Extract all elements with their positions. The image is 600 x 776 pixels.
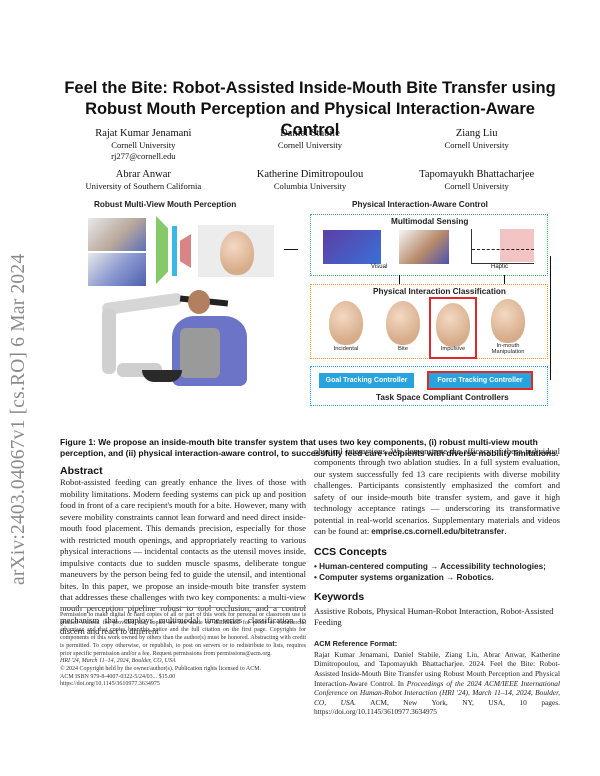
acm-ref-proceedings: Proceedings of the 2024 ACM/IEEE Interna… — [314, 678, 560, 707]
classification-title: Physical Interaction Classification — [373, 287, 506, 296]
threshold-line — [472, 249, 534, 250]
author-name: Abrar Anwar — [115, 169, 171, 180]
arrow-right-icon — [284, 249, 298, 250]
ccs-item: • Human-centered computing → Accessibili… — [314, 562, 546, 572]
multimodal-sensing-box: Multimodal Sensing Visual Haptic — [310, 214, 548, 276]
period: . — [504, 526, 507, 537]
latent-bar — [172, 226, 177, 276]
author-affiliation: Cornell University — [444, 181, 509, 191]
abstract-left: Abstract Robot-assisted feeding can grea… — [60, 465, 306, 638]
abstract-text-right: physical interactions. We demonstrate th… — [314, 446, 560, 538]
controllers-title: Task Space Compliant Controllers — [376, 393, 509, 402]
permission-text: Permission to make digital or hard copie… — [60, 612, 306, 657]
author: Daniel Stabile Cornell University — [227, 127, 394, 162]
camera-view-1 — [88, 218, 146, 251]
acm-ref-text: Rajat Kumar Jenamani, Daniel Stabile, Zi… — [314, 650, 560, 717]
class-label: In-mouth Manipulation — [491, 343, 525, 355]
acm-ref-plain: Rajat Kumar Jenamani, Daniel Stabile, Zi… — [314, 649, 560, 688]
supplementary-link[interactable]: emprise.cs.cornell.edu/bitetransfer — [371, 527, 505, 537]
author-affiliation: University of Southern California — [85, 181, 202, 191]
keywords-text: Assistive Robots, Physical Human-Robot I… — [314, 605, 554, 627]
doi-link[interactable]: https://doi.org/10.1145/3610977.3634975 — [60, 681, 160, 688]
author: Rajat Kumar Jenamani Cornell University … — [60, 127, 227, 162]
permission-block: Permission to make digital or hard copie… — [60, 607, 306, 689]
plate — [142, 370, 182, 382]
author: Katherine Dimitropoulou Columbia Univers… — [227, 168, 394, 192]
arrow-down-icon — [399, 275, 400, 284]
abstract-text-cont: physical interactions. We demonstrate th… — [314, 446, 560, 537]
venue: HRI '24, March 11–14, 2024, Boulder, CO,… — [60, 658, 176, 665]
author-affiliation: Columbia University — [273, 181, 347, 191]
figure-caption: Figure 1: We propose an inside-mouth bit… — [60, 437, 559, 458]
arxiv-stamp: arXiv:2403.04067v1 [cs.RO] 6 Mar 2024 — [8, 253, 29, 585]
depth-frames — [323, 230, 381, 264]
isbn: ACM ISBN 979-8-4007-0322-5/24/03... $15.… — [60, 673, 176, 680]
figure-1: Robust Multi-View Mouth Perception Physi… — [62, 198, 560, 430]
acm-ref-heading: ACM Reference Format: — [314, 639, 398, 649]
ccs-item: • Computer systems organization → Roboti… — [314, 573, 494, 583]
copyright: © 2024 Copyright held by the owner/autho… — [60, 665, 262, 672]
author: Ziang Liu Cornell University — [393, 127, 560, 162]
class-label: Impulsive — [440, 346, 466, 352]
acm-ref-doi[interactable]: ACM, New York, NY, USA, 10 pages. https:… — [314, 697, 560, 717]
class-label: Bite — [398, 346, 408, 352]
class-label: Incidental — [333, 346, 359, 352]
rgb-frames — [399, 230, 449, 264]
head-incidental-icon — [329, 301, 363, 345]
author-affiliation: Cornell University — [277, 140, 343, 150]
head-bite-icon — [386, 301, 420, 345]
encoder-shape — [156, 216, 168, 284]
ccs-list: • Human-centered computing → Accessibili… — [314, 561, 560, 583]
visual-label: Visual — [371, 264, 388, 270]
force-plot — [471, 229, 534, 264]
head-manipulation-icon — [491, 299, 525, 343]
abstract-text-left: Robot-assisted feeding can greatly enhan… — [60, 477, 306, 637]
person-head — [188, 290, 210, 314]
decoder-shape — [180, 234, 191, 268]
author-name: Tapomayukh Bhattacharjee — [419, 169, 535, 180]
controllers-box: Goal Tracking Controller Force Tracking … — [310, 366, 548, 406]
paper-title: Feel the Bite: Robot-Assisted Inside-Mou… — [64, 79, 556, 139]
abstract-right: physical interactions. We demonstrate th… — [314, 446, 560, 717]
force-tracking-controller: Force Tracking Controller — [427, 371, 533, 390]
highlight-region — [500, 229, 534, 262]
ccs-heading: CCS Concepts — [314, 545, 387, 558]
figure-left-title: Robust Multi-View Mouth Perception — [94, 200, 237, 209]
head-impulsive-icon — [436, 303, 470, 347]
haptic-label: Haptic — [491, 264, 509, 270]
feedback-line — [550, 256, 551, 380]
camera-view-2 — [88, 253, 146, 286]
arrow-down-icon — [504, 275, 505, 284]
keywords-heading: Keywords — [314, 591, 365, 604]
author-affiliation: Cornell University — [111, 140, 176, 150]
mesh-output-panel — [198, 225, 274, 277]
classification-box: Physical Interaction Classification Inci… — [310, 284, 548, 359]
author-name: Katherine Dimitropoulou — [256, 169, 364, 180]
author-name: Rajat Kumar Jenamani — [95, 128, 192, 139]
author: Abrar Anwar University of Southern Calif… — [60, 168, 227, 192]
author-name: Ziang Liu — [455, 128, 498, 139]
sensing-title: Multimodal Sensing — [391, 217, 469, 226]
author-affiliation: Cornell University — [444, 140, 509, 150]
goal-tracking-controller: Goal Tracking Controller — [319, 373, 414, 388]
figure-right-title: Physical Interaction-Aware Control — [352, 200, 488, 209]
author-email[interactable]: rj277@cornell.edu — [111, 151, 176, 161]
robot-arm-base — [102, 308, 116, 374]
abstract-heading: Abstract — [60, 465, 103, 477]
author: Tapomayukh Bhattacharjee Cornell Univers… — [393, 168, 560, 192]
face-mesh-icon — [220, 231, 254, 275]
bib — [180, 328, 220, 378]
author-block: Rajat Kumar Jenamani Cornell University … — [60, 127, 560, 192]
author-name: Daniel Stabile — [280, 128, 340, 139]
impulsive-highlight: Impulsive — [429, 297, 477, 359]
